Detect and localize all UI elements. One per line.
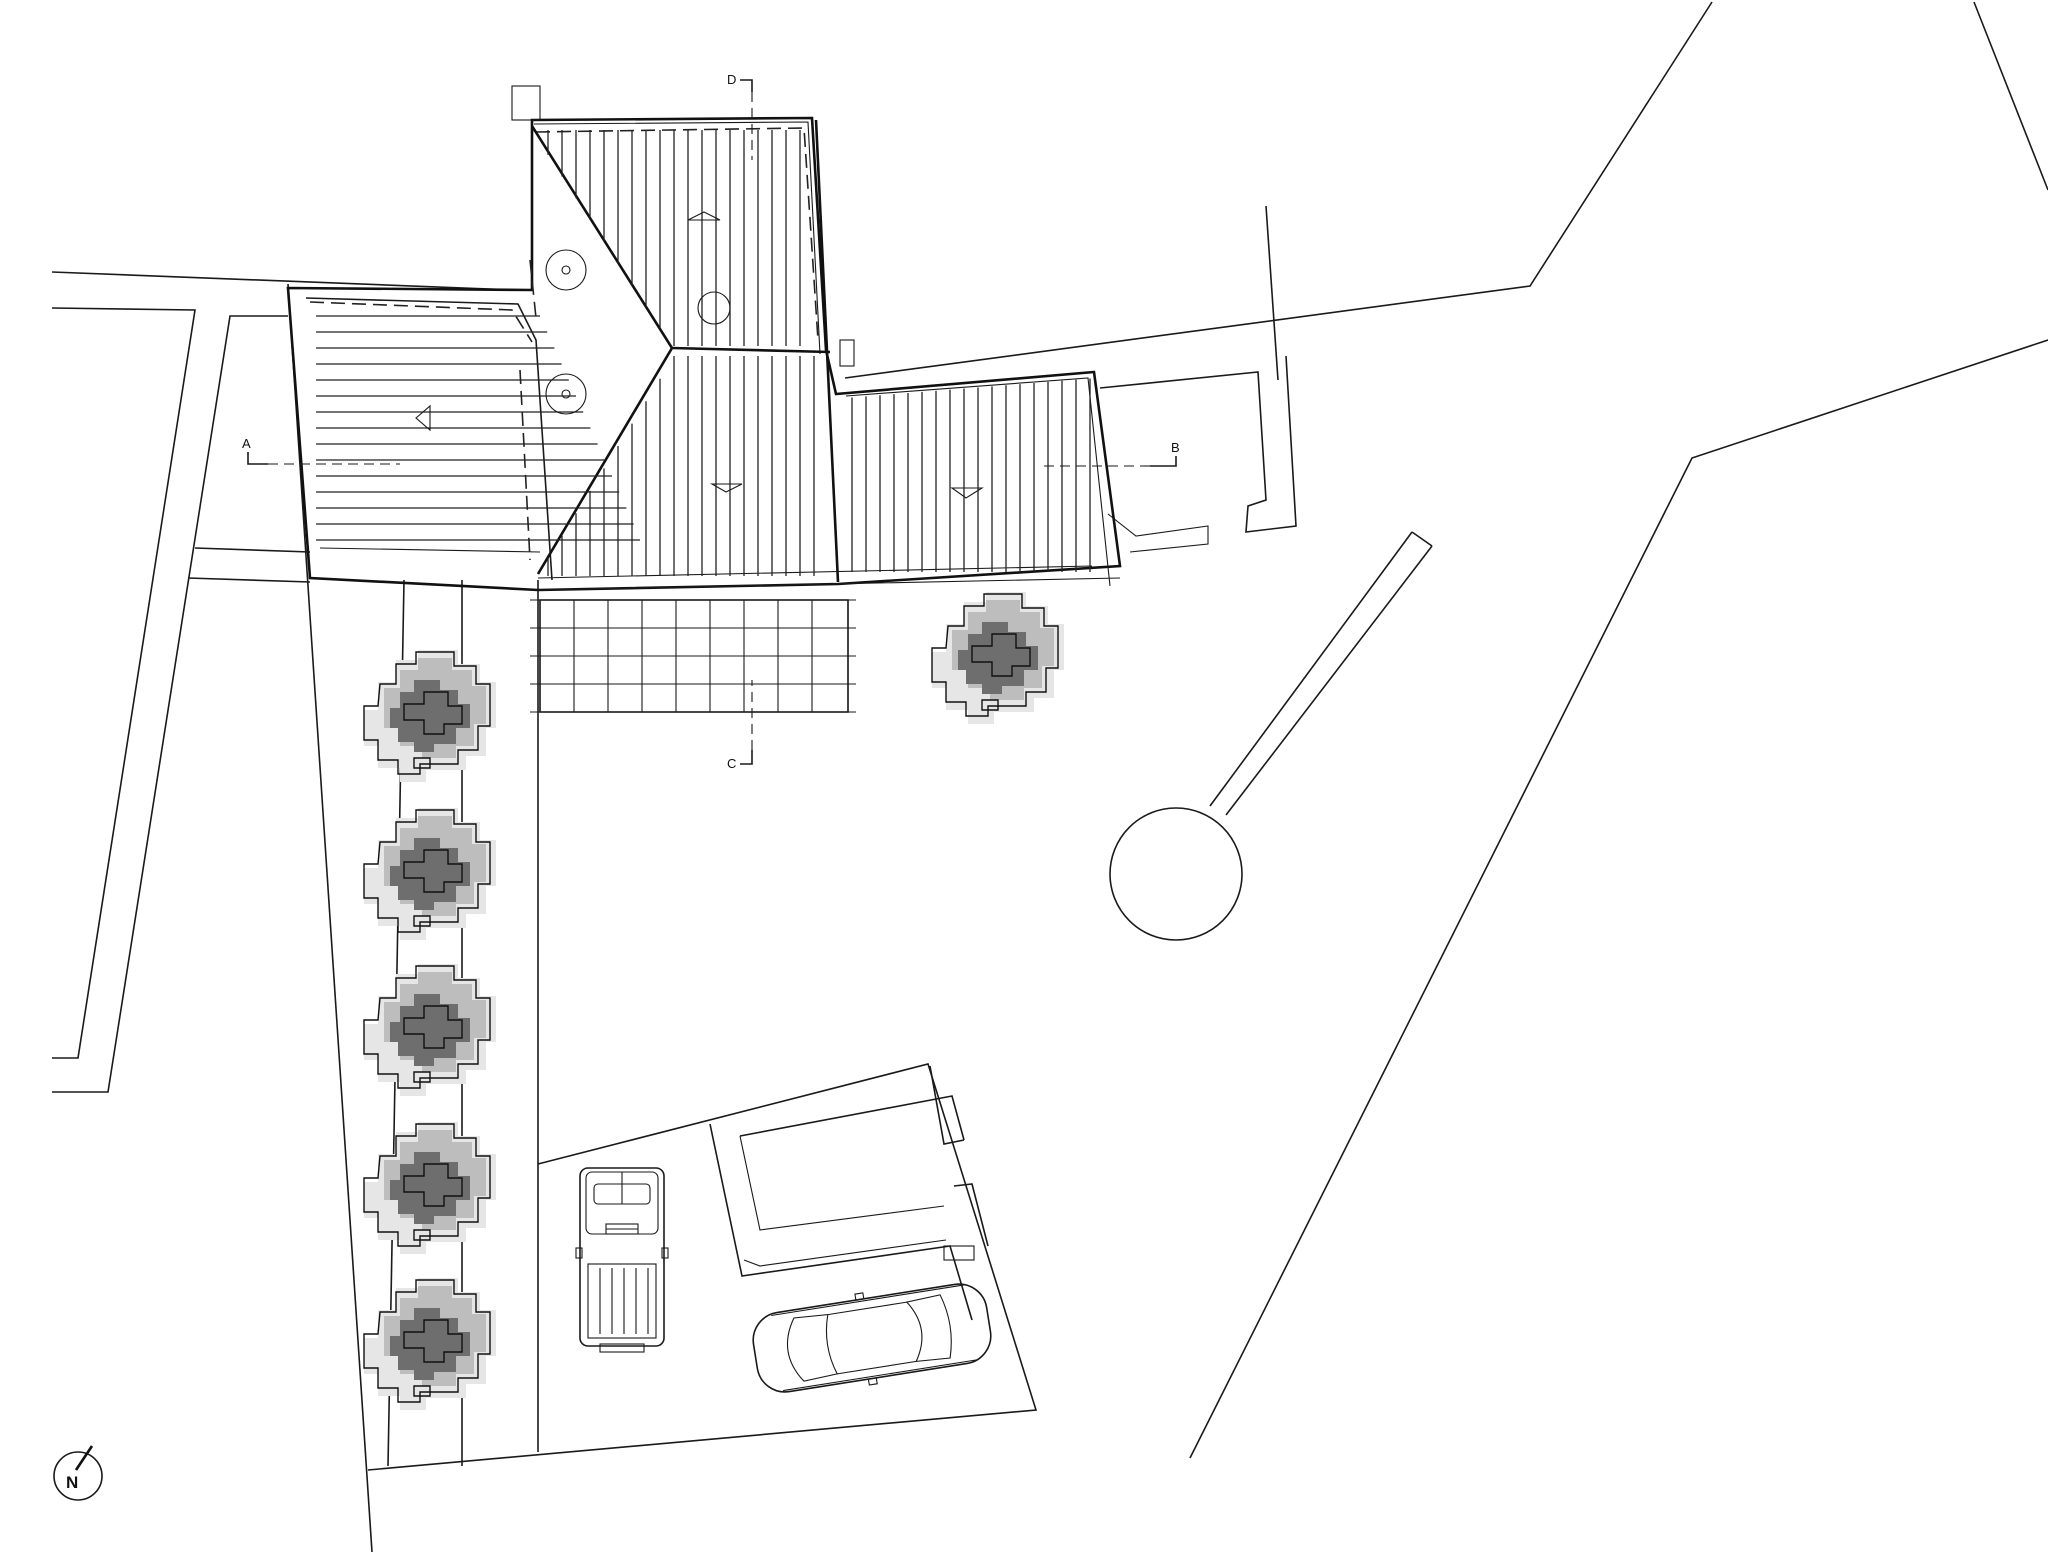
svg-text:A: A [242,436,251,451]
svg-text:B: B [1171,440,1180,455]
tree-5 [363,1278,496,1410]
slope-arrow-3 [709,483,743,493]
sedan-car [752,1283,992,1393]
north-arrow: N [53,1445,103,1501]
slope-arrow-2 [687,211,721,221]
driveway-circle [1109,531,1433,941]
tree-1 [363,650,496,782]
tree-4 [363,1122,496,1254]
site-boundary-lines [51,1,2048,1552]
parking-area [367,1063,1038,1471]
garden-wall-right [1099,205,1297,553]
svg-text:C: C [727,756,736,771]
section-marker-a: A [242,436,400,465]
tree-3 [363,964,496,1096]
pergola-grid [530,599,856,713]
svg-text:D: D [727,72,736,87]
section-marker-d: D [727,72,753,160]
skylight-1 [545,249,587,291]
pickup-truck [575,1167,669,1353]
slope-arrow-4 [950,487,984,499]
svg-text:N: N [66,1473,78,1492]
tree-6 [931,592,1064,724]
tree-2 [363,808,496,940]
roof-plan [286,85,1122,592]
section-marker-b: B [1040,440,1180,467]
slope-arrow-1 [415,404,431,432]
section-marker-c: C [727,680,753,771]
skylight-3 [697,291,731,325]
skylight-2 [545,373,587,415]
